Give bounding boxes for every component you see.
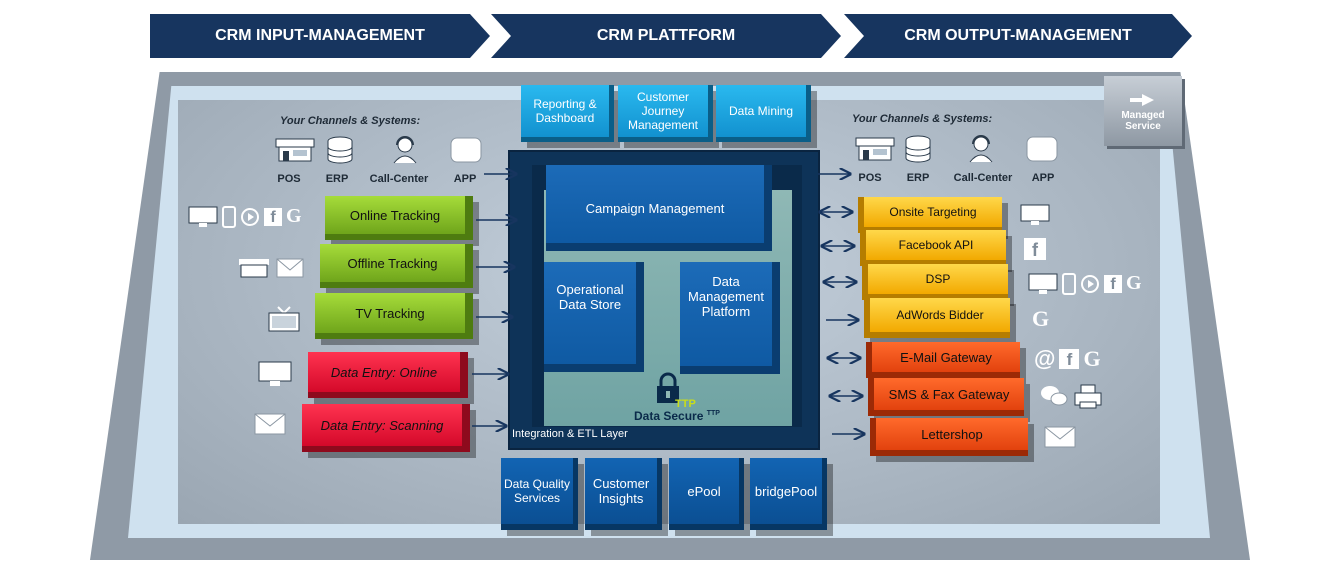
output-dsp: DSP (862, 264, 1008, 300)
right-dsp-channel-icons: f G (1028, 272, 1142, 295)
etl-layer-label: Integration & ETL Layer (512, 428, 628, 440)
input-tv-tracking: TV Tracking (315, 293, 473, 339)
monitor-icon (1028, 273, 1058, 294)
left-app-label: APP (453, 173, 477, 185)
right-sms-fax-icons (1040, 384, 1102, 410)
output-sms-fax-gateway: SMS & Fax Gateway (868, 378, 1024, 416)
fax-icon (1074, 384, 1102, 409)
chat-icon (1041, 386, 1068, 406)
right-erp-label: ERP (906, 172, 930, 184)
right-google-icon: G (1032, 306, 1050, 331)
hand-icon (1130, 94, 1154, 106)
output-lettershop: Lettershop (870, 418, 1028, 456)
left-pos-icon (275, 137, 315, 168)
facebook-icon: f (1104, 274, 1122, 293)
header-input-management: CRM INPUT-MANAGEMENT (150, 14, 490, 58)
module-customer-insights: Customer Insights (585, 458, 662, 530)
right-app-icon (1026, 136, 1058, 167)
pos-icon (239, 259, 269, 278)
right-call-center-label: Call-Center (953, 172, 1013, 184)
facebook-icon: f (264, 207, 282, 226)
left-app-icon (450, 137, 482, 168)
output-email-gateway: E-Mail Gateway (866, 342, 1020, 378)
data-secure-text: Data Secure (634, 409, 704, 423)
ttp-badge: TTP (675, 398, 696, 410)
left-pos-label: POS (277, 173, 301, 185)
module-bridgepool: bridgePool (750, 458, 827, 530)
at-icon: @ (1034, 346, 1056, 371)
header-output-management: CRM OUTPUT-MANAGEMENT (844, 14, 1192, 58)
tv-icon (268, 306, 300, 337)
right-call-center-icon (966, 133, 996, 168)
phone-icon (222, 205, 236, 228)
monitor-icon (188, 206, 218, 227)
module-reporting-dashboard: Reporting & Dashboard (521, 85, 614, 142)
google-icon: G (286, 205, 302, 227)
input-offline-tracking: Offline Tracking (320, 244, 473, 288)
right-monitor-icon (1020, 204, 1050, 231)
data-secure-ttp: TTP (706, 410, 720, 417)
managed-service-badge: Managed Service (1104, 76, 1182, 146)
right-channels-heading: Your Channels & Systems: (852, 113, 993, 125)
left-offline-channel-icons (238, 258, 304, 278)
left-channels-heading: Your Channels & Systems: (280, 115, 421, 127)
right-pos-label: POS (858, 172, 882, 184)
input-data-entry-online: Data Entry: Online (308, 352, 468, 398)
output-adwords-bidder: AdWords Bidder (864, 298, 1010, 338)
header-platform: CRM PLATTFORM (491, 14, 841, 58)
right-app-label: APP (1031, 172, 1055, 184)
right-lettershop-mail-icon (1044, 426, 1076, 453)
left-erp-label: ERP (325, 173, 349, 185)
module-customer-journey: Customer Journey Management (618, 85, 713, 142)
campaign-management-block: Campaign Management (546, 165, 772, 251)
data-management-platform-block: Data Management Platform (680, 262, 780, 374)
left-call-center-icon (390, 134, 420, 169)
facebook-icon: f (1059, 349, 1080, 369)
right-pos-icon (855, 136, 895, 167)
phone-icon (1062, 272, 1076, 295)
data-secure-label: Data Secure TTP (634, 409, 720, 423)
operational-data-store-block: Operational Data Store (544, 262, 644, 372)
output-facebook-api: Facebook API (860, 230, 1006, 266)
input-online-tracking: Online Tracking (325, 196, 473, 240)
right-facebook-icon: f (1024, 238, 1046, 260)
right-email-channel-icons: @ f G (1034, 346, 1101, 372)
mail-icon (276, 258, 304, 278)
play-icon (1081, 274, 1099, 293)
right-erp-icon (905, 135, 931, 168)
input-data-entry-scanning: Data Entry: Scanning (302, 404, 470, 452)
left-call-center-label: Call-Center (369, 173, 429, 185)
data-entry-monitor-icon (258, 361, 292, 392)
google-icon: G (1083, 346, 1101, 371)
data-entry-mail-icon (254, 413, 286, 440)
left-erp-icon (327, 136, 353, 169)
module-epool: ePool (669, 458, 744, 530)
module-data-mining: Data Mining (716, 85, 811, 142)
left-online-channel-icons: f G (188, 205, 302, 228)
google-icon: G (1126, 272, 1142, 294)
managed-service-label: Managed Service (1121, 110, 1165, 132)
play-icon (241, 207, 259, 226)
module-data-quality: Data Quality Services (501, 458, 578, 530)
lock-icon (654, 372, 682, 409)
